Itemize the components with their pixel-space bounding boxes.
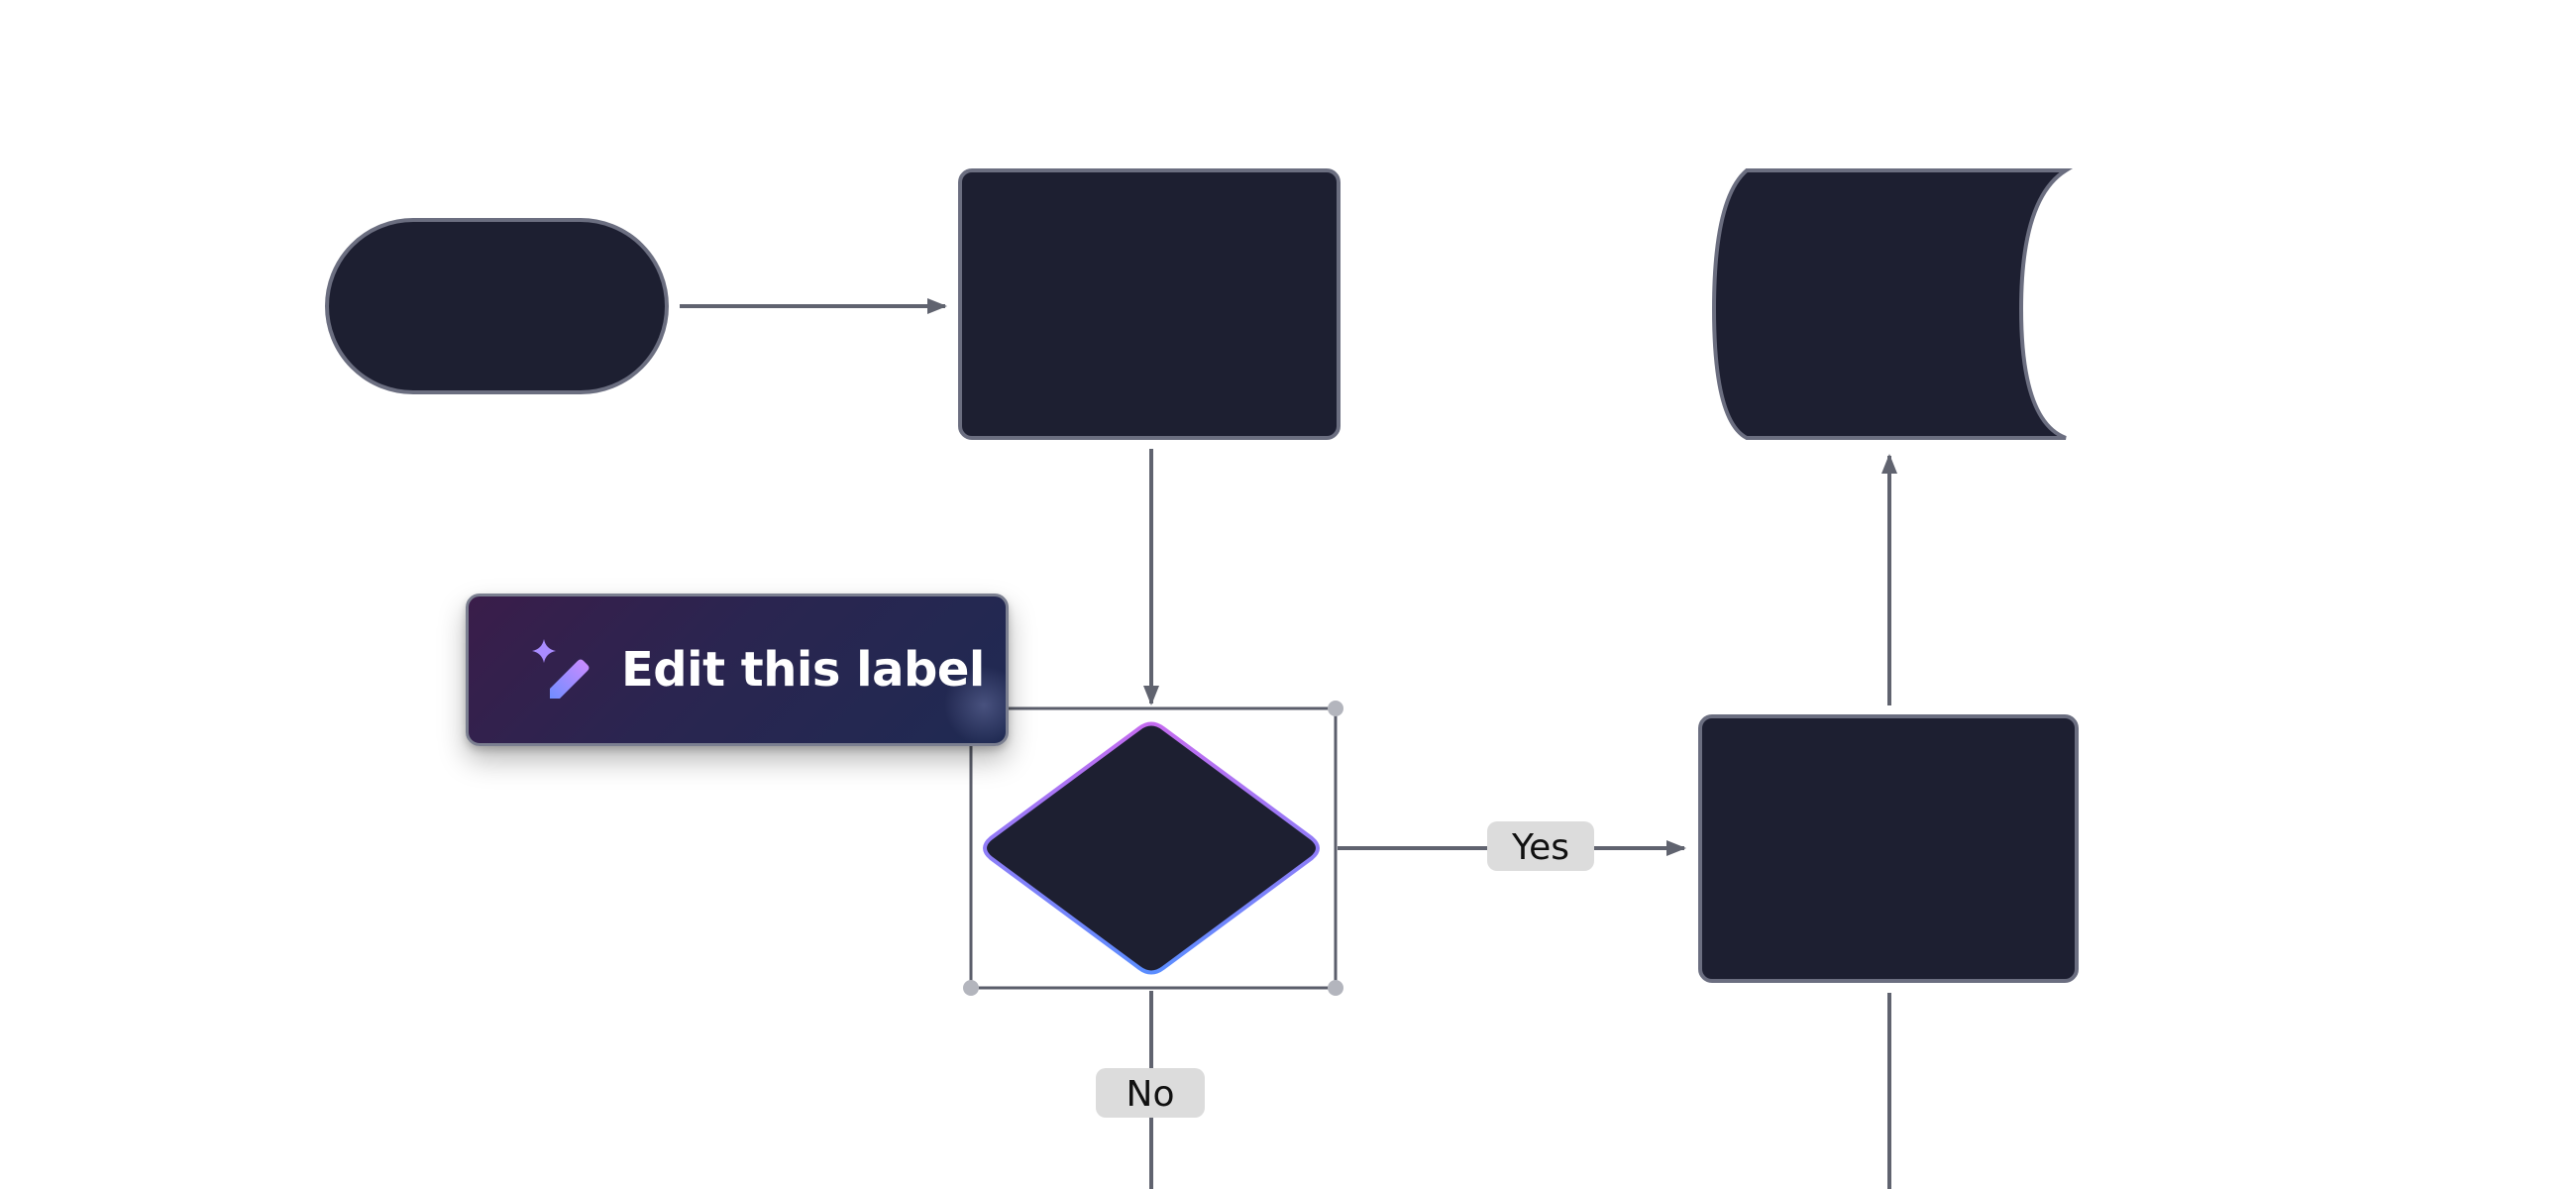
resize-handle-top-right[interactable]: [1328, 701, 1343, 716]
edge-label-no[interactable]: No: [1096, 1068, 1205, 1118]
process-node-right[interactable]: [1698, 714, 2079, 983]
decision-node[interactable]: [983, 721, 1320, 975]
process-node-top[interactable]: [958, 168, 1341, 440]
tooltip-label: Edit this label: [621, 642, 985, 698]
selection-frame: [969, 706, 1338, 990]
edge-label-yes[interactable]: Yes: [1487, 821, 1594, 871]
start-terminal-node[interactable]: [325, 218, 669, 394]
edge-label-yes-text: Yes: [1511, 827, 1569, 868]
edit-label-tooltip[interactable]: Edit this label: [466, 594, 1009, 746]
edge-label-no-text: No: [1127, 1074, 1175, 1115]
selection-box: [963, 701, 1343, 996]
nodes: [325, 168, 2079, 983]
stored-data-node[interactable]: [1711, 168, 2073, 440]
resize-handle-bottom-left[interactable]: [963, 980, 979, 996]
magic-pencil-icon: [532, 639, 590, 699]
resize-handle-bottom-right[interactable]: [1328, 980, 1343, 996]
